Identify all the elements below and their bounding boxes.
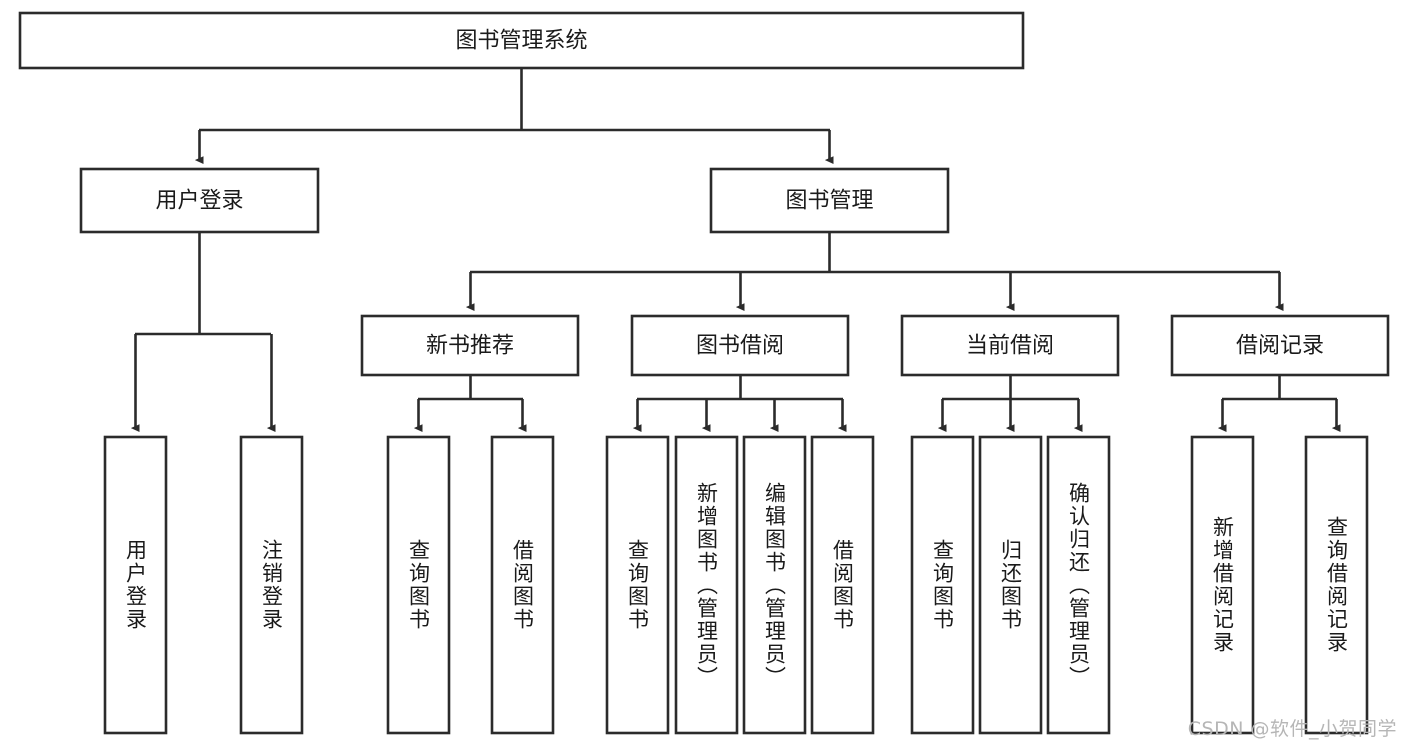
node-current-borrow-box[interactable] [900,314,1120,377]
node-borrow-record-box[interactable] [1170,314,1390,377]
connector-group-new-book-recommend [413,375,527,433]
node-user-login-label: 用户登录 [155,189,243,214]
leaf-query-record-box[interactable] [1304,435,1369,735]
leaf-add-book-box[interactable] [674,435,739,735]
leaf-borrow-book-2-box[interactable] [810,435,875,735]
connector-group-book-borrow [632,375,847,433]
csdn-watermark: CSDN @软件_小贺同学 [1187,718,1397,740]
leaf-borrow-book-1-box[interactable] [490,435,555,735]
node-new-book-recommend-box[interactable] [360,314,580,377]
leaf-group-user-login [103,435,304,735]
leaf-logout-box[interactable] [239,435,304,735]
node-borrow-record[interactable]: 借阅记录 [1170,314,1390,377]
connector-group-borrow-record [1217,375,1341,433]
node-user-login[interactable]: 用户登录 [79,167,320,234]
connector-group-user-login [130,232,276,433]
connector-group-current-borrow [937,375,1083,433]
node-book-management[interactable]: 图书管理 [709,167,950,234]
leaf-edit-book-box[interactable] [742,435,807,735]
leaf-group-new-book-recommend [386,435,555,735]
node-new-book-recommend[interactable]: 新书推荐 [360,314,580,377]
node-user-login-box[interactable] [79,167,320,234]
leaf-group-borrow-record [1190,435,1369,735]
leaf-confirm-return-box[interactable] [1046,435,1111,735]
leaf-user-login-box[interactable] [103,435,168,735]
node-book-borrow-label: 图书借阅 [696,334,784,359]
node-book-management-label: 图书管理 [785,189,873,214]
node-root-system[interactable]: 图书管理系统 [18,11,1025,70]
node-current-borrow[interactable]: 当前借阅 [900,314,1120,377]
leaf-add-record-box[interactable] [1190,435,1255,735]
leaf-query-book-1-box[interactable] [386,435,451,735]
node-root-system-box[interactable] [18,11,1025,70]
connector-group-root [194,68,834,165]
connector-group-book-management [465,232,1284,312]
node-book-borrow[interactable]: 图书借阅 [630,314,850,377]
node-new-book-recommend-label: 新书推荐 [426,334,514,359]
node-book-management-box[interactable] [709,167,950,234]
leaf-group-current-borrow [910,435,1111,735]
leaf-group-book-borrow [605,435,875,735]
leaf-return-book-box[interactable] [978,435,1043,735]
leaf-query-book-2-box[interactable] [605,435,670,735]
leaf-query-book-3-box[interactable] [910,435,975,735]
node-borrow-record-label: 借阅记录 [1236,334,1324,359]
node-current-borrow-label: 当前借阅 [966,334,1054,359]
node-root-system-label: 图书管理系统 [455,29,587,54]
node-book-borrow-box[interactable] [630,314,850,377]
